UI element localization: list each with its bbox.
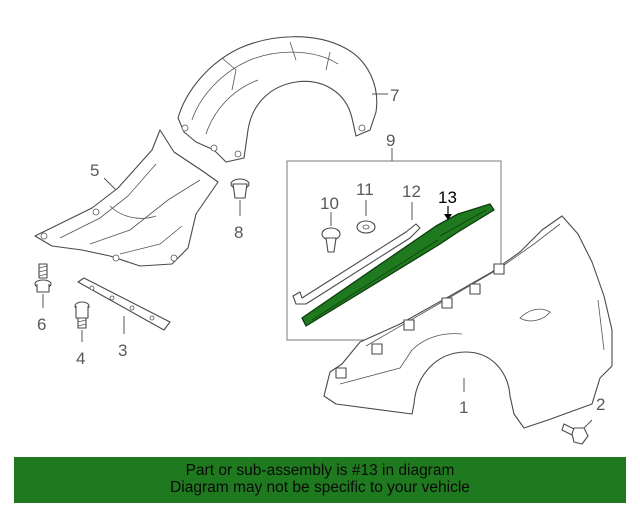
bolt-2: 2 bbox=[561, 395, 605, 445]
callout-4: 4 bbox=[76, 349, 85, 368]
info-banner-line-1: Part or sub-assembly is #13 in diagram bbox=[185, 462, 455, 479]
callout-2: 2 bbox=[596, 395, 605, 414]
bolt-4: 4 bbox=[74, 301, 90, 368]
info-banner: Part or sub-assembly is #13 in diagram D… bbox=[14, 457, 626, 503]
bracket-3: 3 bbox=[77, 277, 171, 360]
callout-3: 3 bbox=[118, 341, 127, 360]
callout-10: 10 bbox=[320, 194, 339, 213]
bolt-6: 6 bbox=[34, 263, 52, 334]
parts-diagram: 7 5 8 6 4 bbox=[34, 36, 613, 445]
front-fender-1: 1 bbox=[323, 215, 613, 429]
callout-6: 6 bbox=[37, 315, 46, 334]
callout-12: 12 bbox=[402, 182, 421, 201]
push-clip-8: 8 bbox=[230, 178, 250, 242]
info-banner-line-2: Diagram may not be specific to your vehi… bbox=[170, 479, 470, 496]
fender-liner-front: 5 bbox=[34, 129, 219, 267]
callout-13: 13 bbox=[438, 188, 457, 207]
seal-strip-12: 12 bbox=[292, 182, 421, 305]
screw-10: 10 bbox=[320, 194, 341, 253]
fender-liner-rear: 7 bbox=[177, 36, 399, 163]
callout-1: 1 bbox=[459, 398, 468, 417]
callout-5: 5 bbox=[90, 161, 99, 180]
callout-9: 9 bbox=[386, 131, 395, 150]
callout-8: 8 bbox=[234, 223, 243, 242]
callout-7: 7 bbox=[390, 86, 399, 105]
molding-13-highlighted: 13 bbox=[301, 188, 495, 327]
washer-11: 11 bbox=[356, 180, 376, 234]
callout-11: 11 bbox=[356, 180, 374, 199]
